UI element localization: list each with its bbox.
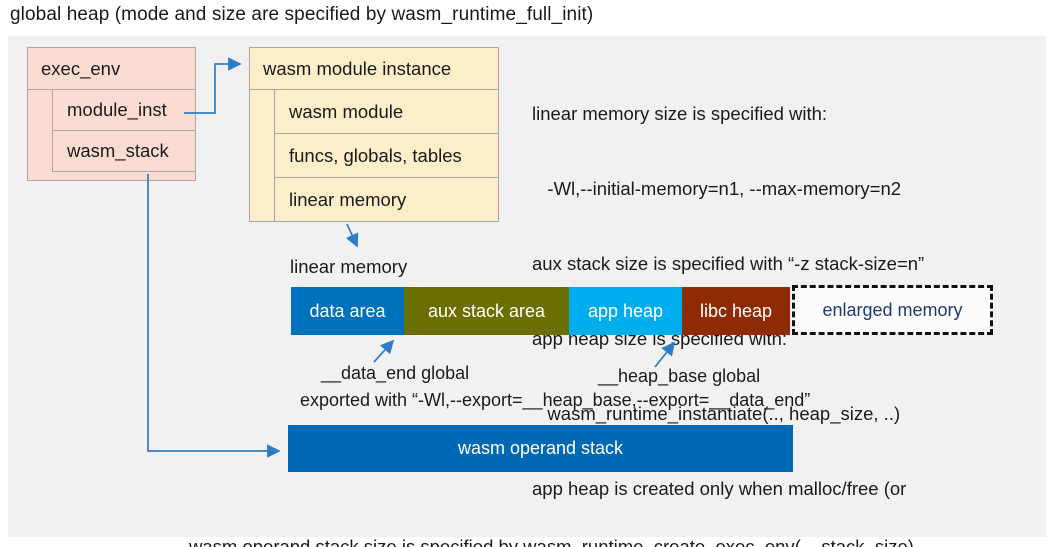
- operand-stack-size-note: wasm operand stack size is specified by …: [189, 479, 914, 547]
- wasm-module-instance-label: wasm module instance: [250, 48, 498, 90]
- heap-base-global-annotation: __heap_base global: [598, 366, 761, 386]
- segment-aux-stack-area: aux stack area: [404, 287, 569, 335]
- linear-memory-label: linear memory: [290, 256, 408, 277]
- note-line: -Wl,--initial-memory=n1, --max-memory=n2: [532, 178, 902, 199]
- wasm-module-instance-fields: wasm module funcs, globals, tables linea…: [274, 90, 498, 221]
- wasm-operand-stack-bar: wasm operand stack: [288, 425, 793, 472]
- wasm-module-instance-box: wasm module instance wasm module funcs, …: [249, 47, 499, 222]
- data-end-global-annotation: __data_end global: [321, 363, 470, 383]
- segment-libc-heap: libc heap: [682, 287, 790, 335]
- exec-env-field-module-inst: module_inst: [53, 90, 195, 131]
- note-line: app heap is created only when malloc/fre…: [532, 478, 907, 499]
- diagram-title: global heap (mode and size are specified…: [10, 4, 594, 25]
- segment-data-area: data area: [291, 287, 404, 335]
- exec-env-field-wasm-stack: wasm_stack: [53, 131, 195, 172]
- export-flags-annotation: exported with “-Wl,--export=__heap_base,…: [300, 390, 811, 410]
- exec-env-label: exec_env: [28, 48, 195, 90]
- instance-field-linear-memory: linear memory: [289, 188, 407, 210]
- segment-enlarged-memory: enlarged memory: [792, 285, 993, 335]
- note-line: wasm_runtime_instantiate(.., heap_size, …: [532, 403, 901, 424]
- instance-field-funcs-globals-tables: funcs, globals, tables: [275, 134, 498, 178]
- segment-app-heap: app heap: [569, 287, 682, 335]
- exec-env-box: exec_env module_inst wasm_stack: [27, 47, 196, 181]
- exec-env-fields: module_inst wasm_stack: [52, 90, 195, 172]
- note-line: wasm operand stack size is specified by …: [189, 536, 914, 547]
- note-line: linear memory size is specified with:: [532, 103, 828, 124]
- instance-field-wasm-module: wasm module: [275, 90, 498, 134]
- linear-memory-bar: data area aux stack area app heap libc h…: [291, 287, 790, 335]
- note-line: aux stack size is specified with “-z sta…: [532, 253, 925, 274]
